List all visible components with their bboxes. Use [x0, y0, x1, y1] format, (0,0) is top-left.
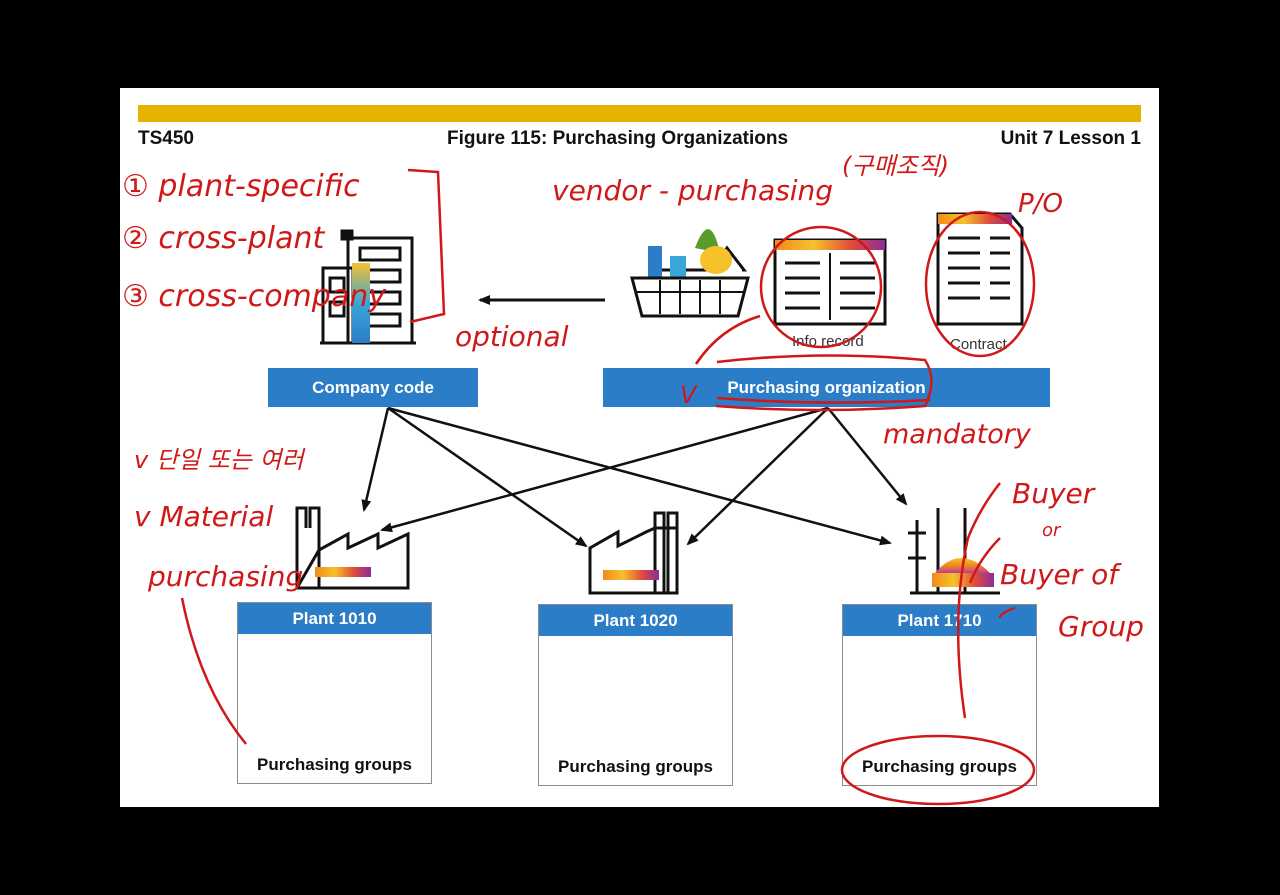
header-bar: [138, 105, 1141, 122]
hw-plant-specific: ① plant-specific: [122, 169, 360, 204]
hw-vendor-purchasing: vendor - purchasing: [552, 174, 833, 207]
purchasing-groups-1710: Purchasing groups: [862, 757, 1017, 776]
purchasing-groups-1020: Purchasing groups: [558, 757, 713, 776]
company-code-node: Company code: [268, 368, 478, 407]
hw-check: V: [680, 381, 698, 409]
purchasing-org-node: Purchasing organization: [603, 368, 1050, 407]
hw-buyer: Buyer: [1012, 477, 1096, 510]
factory-icon-1020: [588, 511, 679, 595]
factory-icon-1010: [294, 506, 410, 590]
hw-buyer-of: Buyer of: [1000, 558, 1122, 591]
building-icon: [320, 229, 416, 345]
purchasing-groups-1010: Purchasing groups: [257, 755, 412, 774]
figure-title: Figure 115: Purchasing Organizations: [447, 128, 789, 149]
slide: TS450 Figure 115: Purchasing Organizatio…: [120, 88, 1159, 807]
plant-title-1710: Plant 1710: [843, 605, 1036, 636]
hw-mandatory: mandatory: [883, 419, 1032, 450]
info-record-icon: [773, 238, 887, 326]
hw-cross-company: ③ cross-company: [122, 279, 387, 314]
hw-korean-note: (구매조직): [842, 152, 949, 180]
contract-icon: [936, 212, 1024, 326]
course-code: TS450: [138, 128, 194, 149]
hw-material: v Material: [134, 500, 273, 533]
contract-label: Contract: [950, 336, 1007, 353]
plant-box-1710: Plant 1710 Purchasing groups: [842, 604, 1037, 786]
hw-optional: optional: [455, 320, 569, 353]
hw-po: P/O: [1018, 189, 1063, 219]
hw-purchasing: purchasing: [147, 560, 303, 593]
plant-box-1010: Plant 1010 Purchasing groups: [237, 602, 432, 784]
hw-korean-left: v 단일 또는 여러: [134, 446, 305, 474]
plant-box-1020: Plant 1020 Purchasing groups: [538, 604, 733, 786]
hw-cross-plant: ② cross-plant: [122, 221, 325, 256]
hw-group: Group: [1058, 610, 1144, 643]
plant-title-1020: Plant 1020: [539, 605, 732, 636]
handwritten-annotations: ① plant-specific ② cross-plant ③ cross-c…: [122, 152, 1144, 806]
shopping-basket-icon: [630, 229, 750, 318]
plant-title-1010: Plant 1010: [238, 603, 431, 634]
hw-buyer-or: or: [1042, 520, 1062, 541]
unit-lesson: Unit 7 Lesson 1: [1000, 128, 1141, 149]
